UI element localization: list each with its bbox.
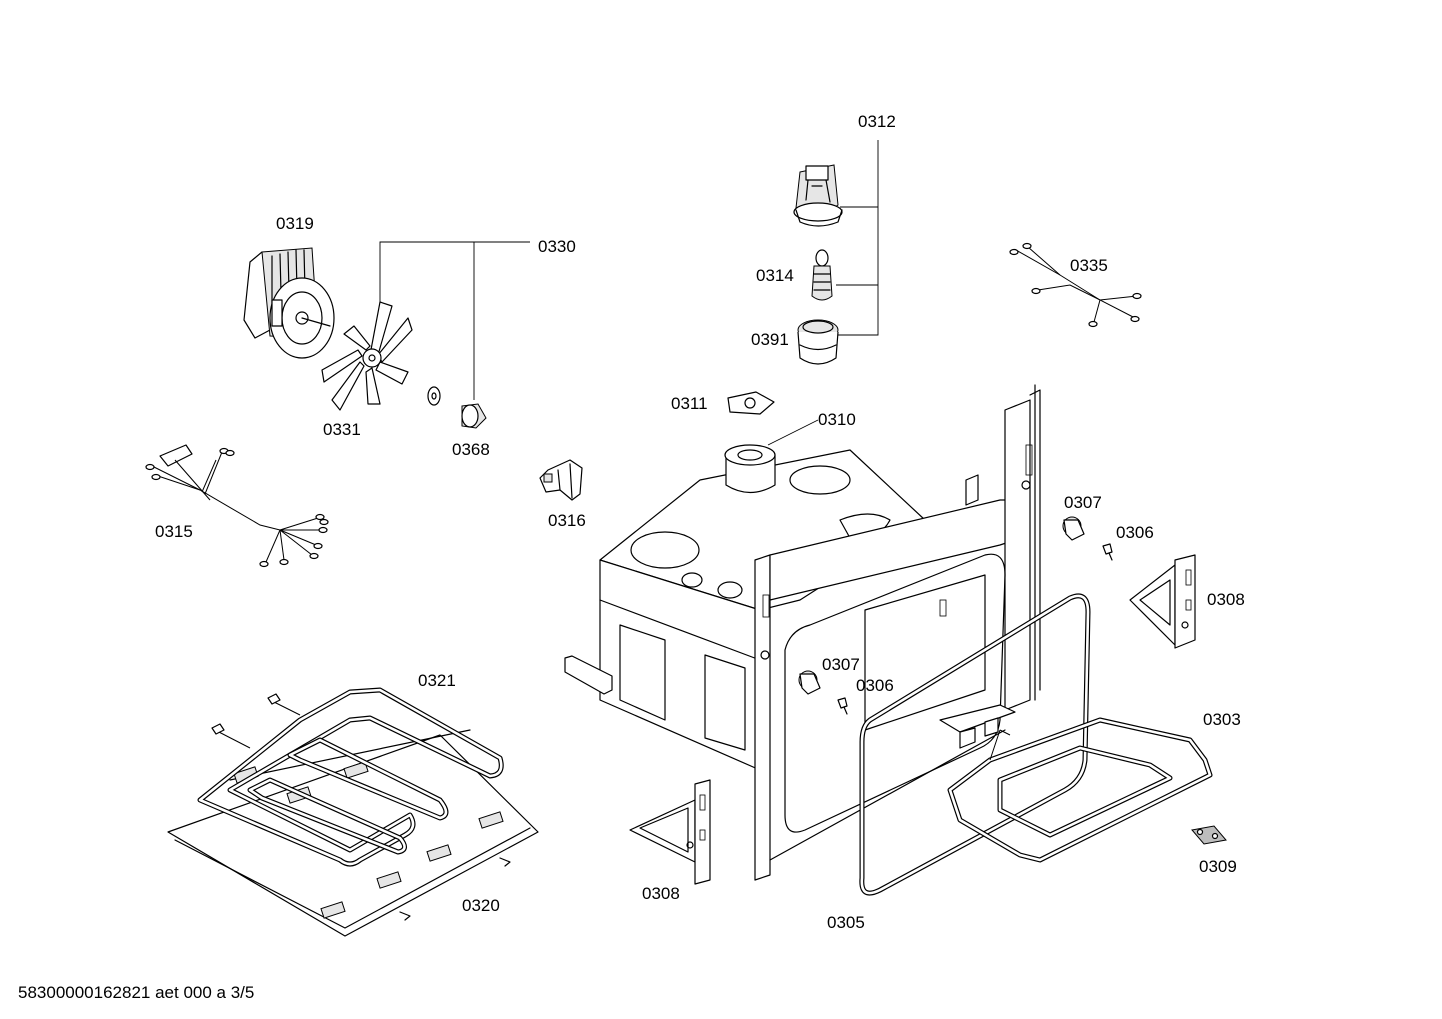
- label-0314: 0314: [756, 266, 794, 285]
- lamp-housing-part: [793, 164, 843, 227]
- label-0368: 0368: [452, 440, 490, 459]
- knob-part-lower: [798, 670, 821, 695]
- label-0309: 0309: [1199, 857, 1237, 876]
- label-0330: 0330: [538, 237, 576, 256]
- label-0321: 0321: [418, 671, 456, 690]
- switch-bracket-part: [539, 459, 583, 501]
- screw-part-upper: [1102, 543, 1113, 561]
- label-0306-lower: 0306: [856, 676, 894, 695]
- label-0308-right: 0308: [1207, 590, 1245, 609]
- hinge-bracket-part-right: [1129, 554, 1196, 649]
- lamp-bulb-part: [811, 249, 833, 301]
- grill-element-part-0303: [939, 704, 1213, 863]
- oven-cavity-part: [564, 384, 1041, 881]
- fan-motor-part: [243, 247, 335, 359]
- label-0316: 0316: [548, 511, 586, 530]
- nut-part: [461, 403, 487, 429]
- door-frame-part: [859, 593, 1091, 896]
- hinge-bracket-part-lower: [629, 779, 711, 885]
- label-0312: 0312: [858, 112, 896, 131]
- label-0331: 0331: [323, 420, 361, 439]
- label-0335: 0335: [1070, 256, 1108, 275]
- leader-lines: [379, 140, 879, 446]
- wiring-harness-0315: [145, 444, 329, 568]
- lamp-cover-part: [797, 319, 839, 365]
- washer-part: [427, 386, 441, 406]
- label-0311: 0311: [671, 394, 708, 413]
- label-0315: 0315: [155, 522, 193, 541]
- label-0320: 0320: [462, 896, 500, 915]
- drawing-id-footer: 58300000162821 aet 000 a 3/5: [18, 983, 254, 1002]
- retaining-clip-part: [727, 391, 775, 415]
- label-0303: 0303: [1203, 710, 1241, 729]
- label-0306-upper: 0306: [1116, 523, 1154, 542]
- label-0308-lower: 0308: [642, 884, 680, 903]
- knob-part-upper: [1062, 516, 1085, 541]
- clip-part-0309: [1191, 825, 1227, 845]
- label-0391: 0391: [751, 330, 789, 349]
- screw-part-lower: [837, 697, 848, 715]
- label-0319: 0319: [276, 214, 314, 233]
- wiring-harness-0335: [1009, 242, 1142, 328]
- label-0305: 0305: [827, 913, 865, 932]
- label-0307-lower: 0307: [822, 655, 860, 674]
- label-0310: 0310: [818, 410, 856, 429]
- bottom-heater-part: [197, 687, 504, 867]
- label-0307-upper: 0307: [1064, 493, 1102, 512]
- part-labels: 0312 0319 0330 0314 0335 0391 0331 0368 …: [155, 112, 1245, 932]
- fan-blade-part: [321, 301, 413, 411]
